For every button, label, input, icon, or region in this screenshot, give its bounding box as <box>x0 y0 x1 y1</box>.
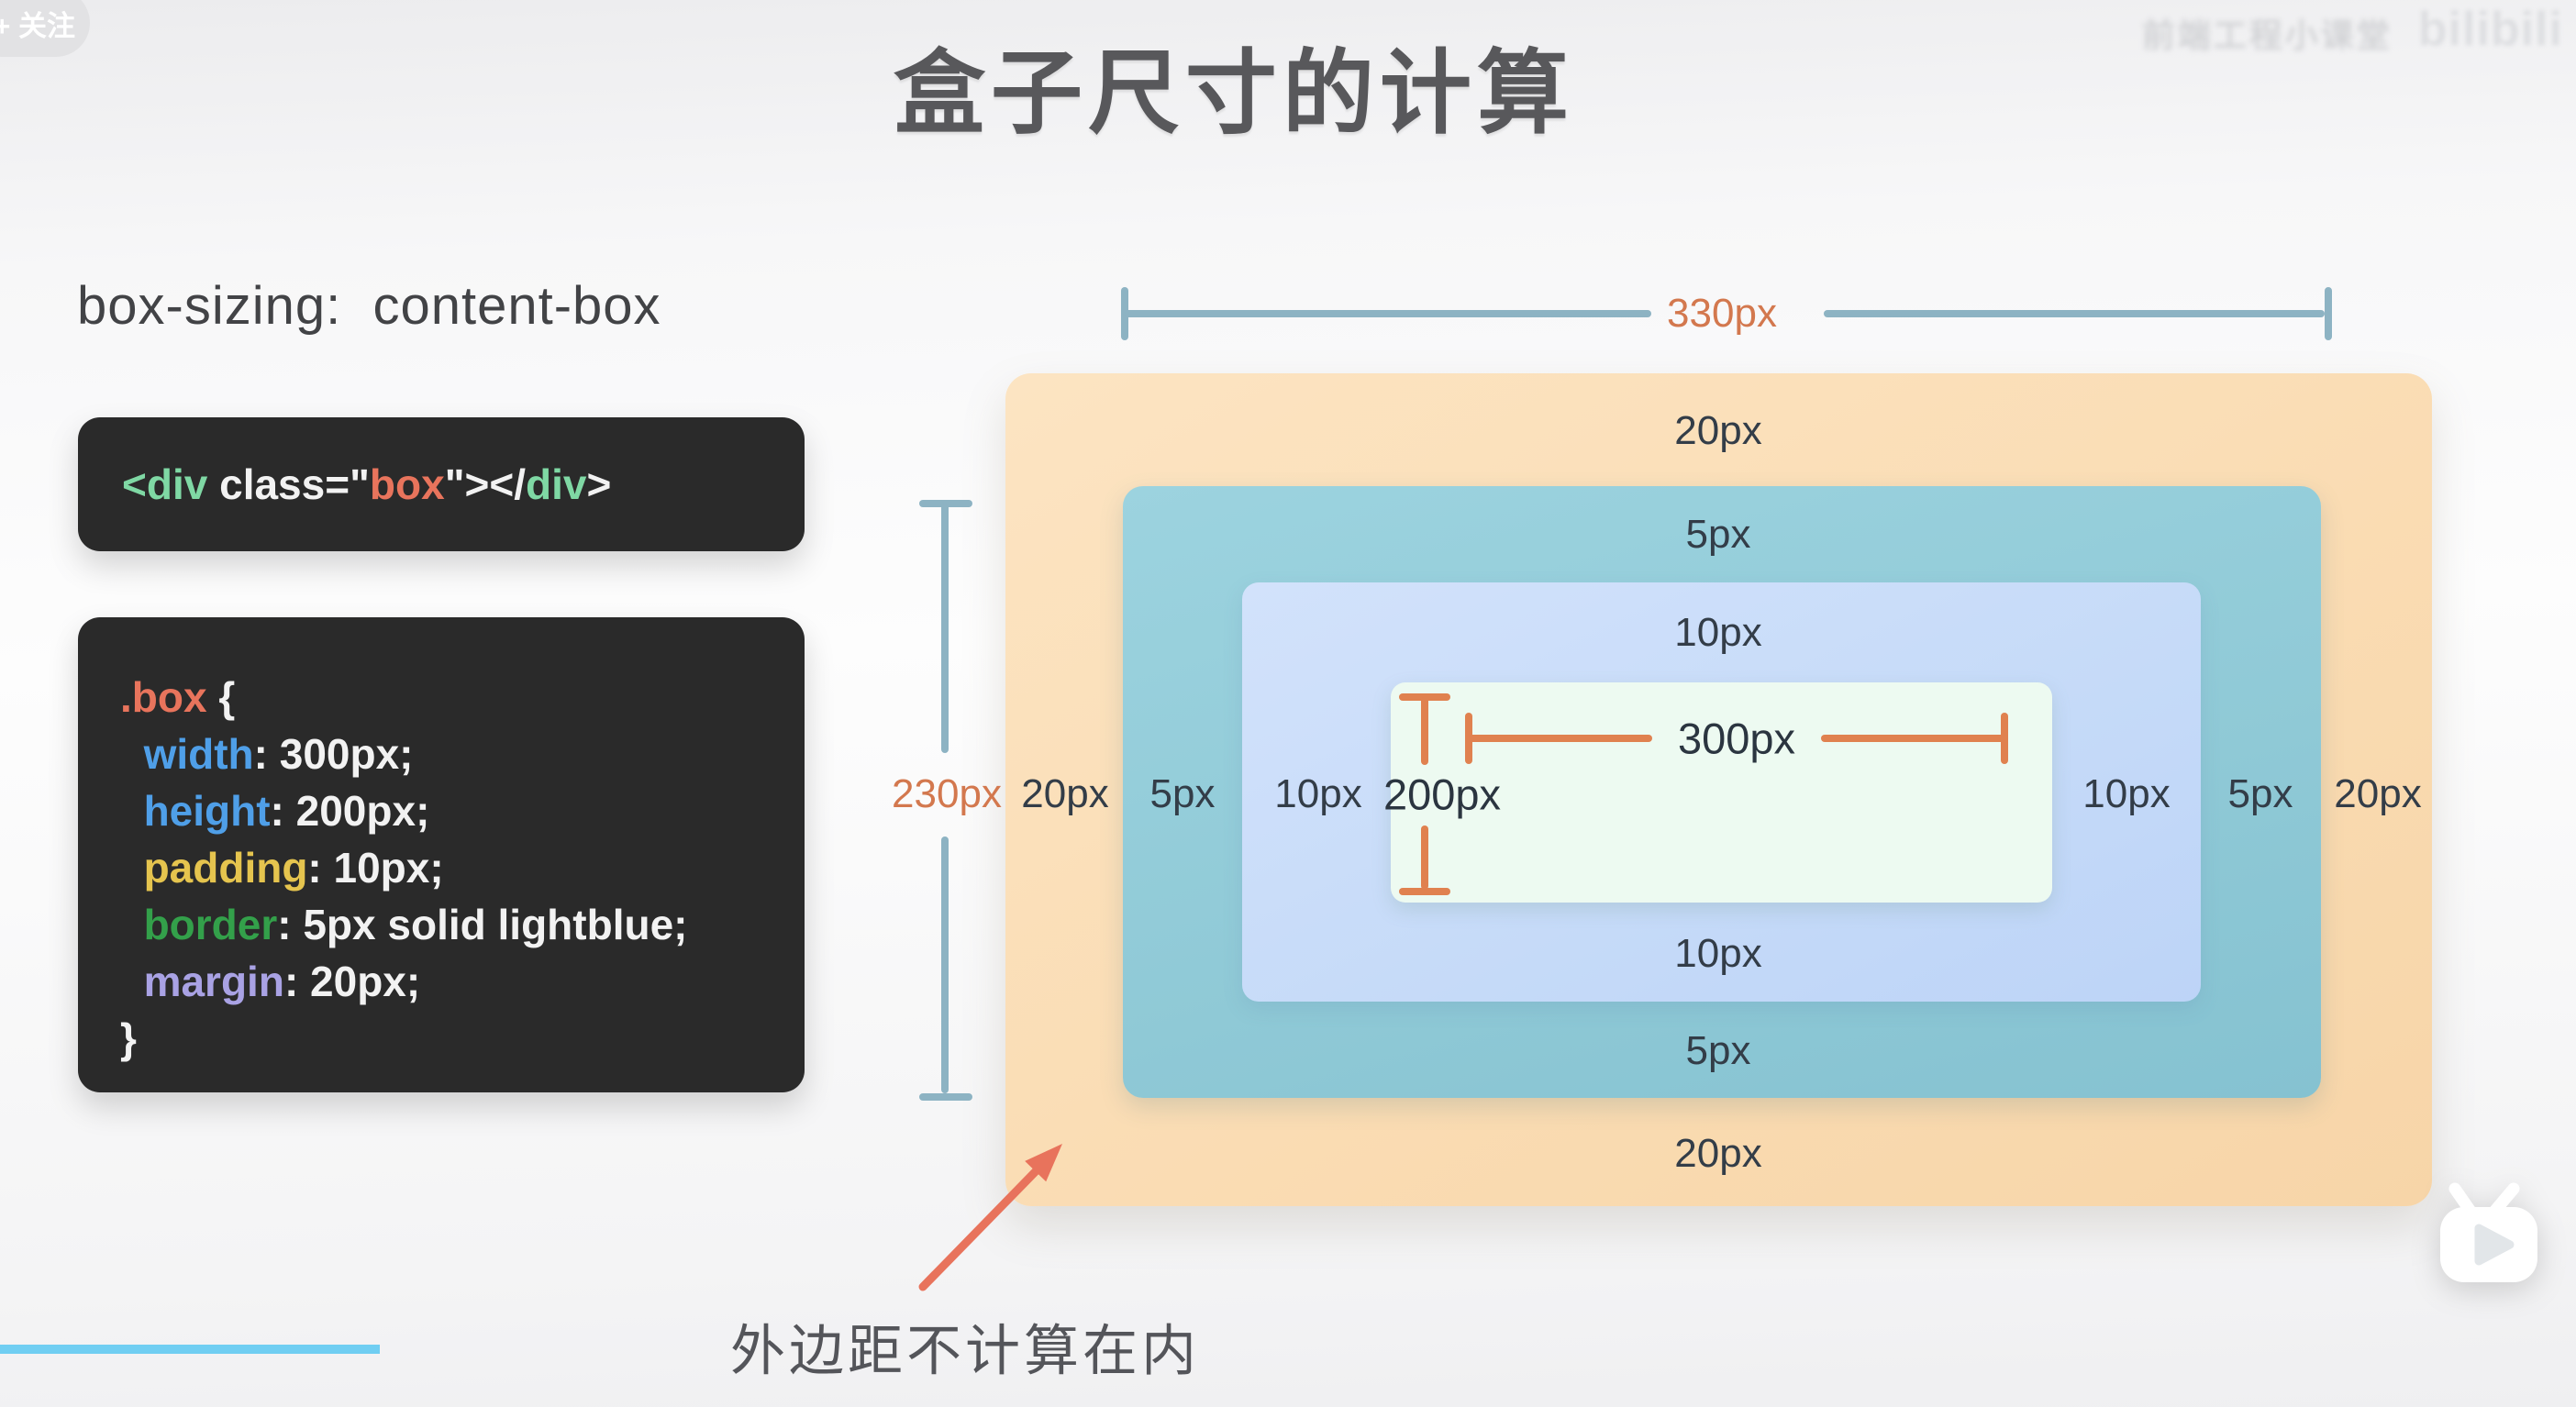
border-right-label: 5px <box>2227 771 2293 816</box>
padding-left-label: 10px <box>1274 771 1362 816</box>
padding-bottom-label: 10px <box>1674 931 1762 976</box>
margin-right-label: 20px <box>2334 771 2422 816</box>
ruler-230-label: 230px <box>892 771 1002 816</box>
ruler-330-right-cap <box>2325 287 2332 340</box>
css-code-lines: .box { width: 300px; height: 200px; padd… <box>120 673 688 1062</box>
padding-right-label: 10px <box>2082 771 2171 816</box>
css-code-block: .box { width: 300px; height: 200px; padd… <box>78 617 805 1092</box>
ruler-300-right-cap <box>2001 713 2008 764</box>
ruler-200-bottom-cap <box>1399 888 1450 895</box>
ruler-300-left-segment <box>1469 735 1652 742</box>
ruler-230-bottom-cap <box>919 1093 972 1101</box>
ruler-230-bottom-segment <box>941 836 949 1093</box>
border-left-label: 5px <box>1149 771 1216 816</box>
annotation-text: 外边距不计算在内 <box>730 1320 1200 1382</box>
watermark-uploader-text: 前端工程小课堂 <box>2141 17 2393 54</box>
bilibili-tv-icon[interactable] <box>2433 1180 2550 1291</box>
annotation-arrow <box>918 1144 1062 1291</box>
html-code-block: <div class="box"></div> <box>78 417 805 551</box>
watermark: 前端工程小课堂 bilibili <box>2142 2 2563 57</box>
ruler-230-top-segment <box>941 504 949 753</box>
page-title: 盒子尺寸的计算 <box>894 42 1574 145</box>
margin-bottom-label: 20px <box>1674 1131 1762 1176</box>
margin-top-label: 20px <box>1674 408 1762 453</box>
ruler-300-right-segment <box>1821 735 2004 742</box>
border-bottom-label: 5px <box>1685 1028 1751 1073</box>
margin-left-label: 20px <box>1021 771 1109 816</box>
follow-button[interactable]: + 关注 <box>0 0 90 57</box>
html-code-line: <div class="box"></div> <box>122 460 612 508</box>
ruler-330-left-segment <box>1125 310 1651 317</box>
ruler-330-label: 330px <box>1667 291 1777 336</box>
border-top-label: 5px <box>1685 512 1751 557</box>
bilibili-logo: bilibili <box>2417 3 2563 56</box>
ruler-330-right-segment <box>1824 310 2325 317</box>
ruler-300-label: 300px <box>1677 714 1796 763</box>
padding-top-label: 10px <box>1674 610 1762 655</box>
ruler-200-bottom-segment <box>1421 825 1428 890</box>
progress-bar <box>0 1345 380 1354</box>
box-sizing-mode-label: box-sizing: content-box <box>77 276 661 336</box>
ruler-200-top-segment <box>1421 697 1428 765</box>
ruler-200-label: 200px <box>1382 770 1502 819</box>
follow-button-label: + 关注 <box>0 9 75 42</box>
content-box <box>1391 682 2052 903</box>
